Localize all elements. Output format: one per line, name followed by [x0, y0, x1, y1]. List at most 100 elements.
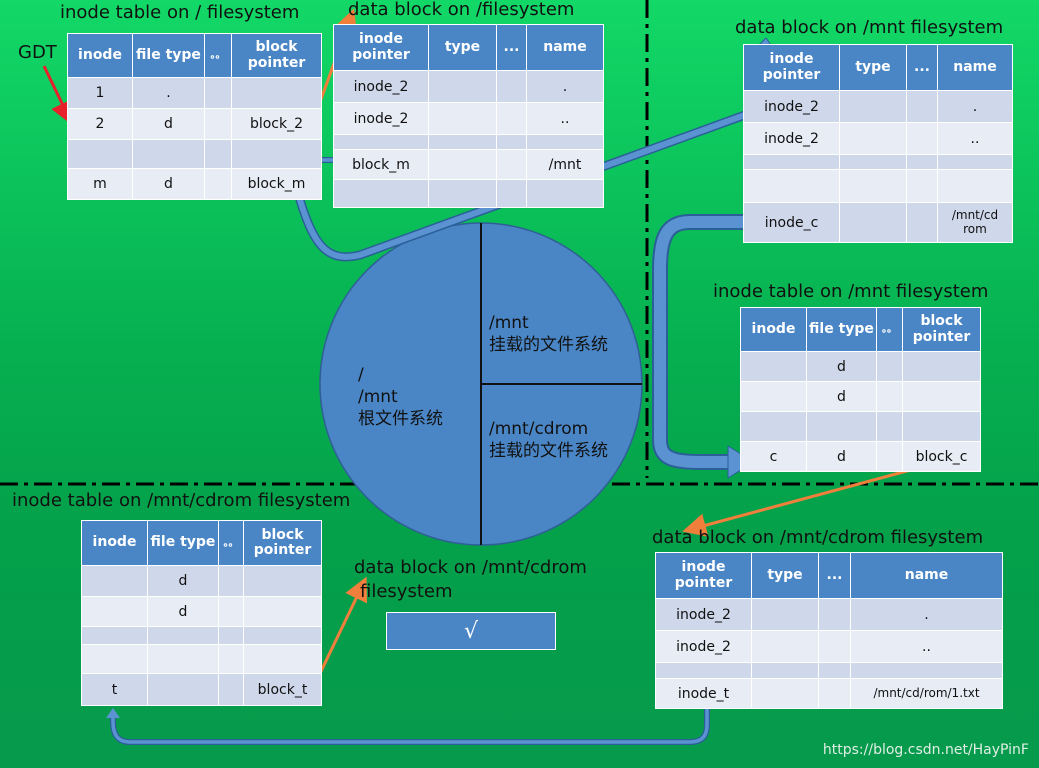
cell	[839, 202, 907, 243]
cdrom-data-table: inode pointer type ... name inode_2. ino…	[655, 552, 1003, 709]
cell	[81, 626, 148, 645]
cell: d	[806, 381, 877, 412]
cell: d	[132, 168, 205, 200]
header-name: name	[937, 44, 1013, 91]
cell: d	[132, 108, 205, 140]
cell: inode_2	[743, 122, 840, 155]
circle-mnt-line-2: 挂载的文件系统	[489, 335, 608, 356]
cell	[218, 626, 244, 645]
header-type: type	[839, 44, 907, 91]
cell	[655, 662, 752, 679]
root-data-table: inode pointer type ... name inode_2. ino…	[333, 24, 604, 208]
cell	[243, 644, 322, 674]
cell	[740, 381, 807, 412]
cell	[906, 169, 938, 203]
cell: ..	[850, 630, 1003, 663]
table-row	[655, 662, 1003, 679]
cell	[906, 122, 938, 155]
title-mnt-inode: inode table on /mnt filesystem	[713, 281, 989, 302]
table-row: d	[81, 565, 322, 597]
cell	[496, 134, 527, 150]
cell	[906, 90, 938, 123]
table-row: 1.	[67, 77, 322, 109]
circle-mnt-line-1: /mnt	[489, 313, 529, 333]
cell	[751, 678, 819, 709]
cell	[937, 169, 1013, 203]
header-type: type	[751, 552, 819, 599]
watermark: https://blog.csdn.net/HayPinF	[822, 742, 1029, 758]
cell	[333, 179, 429, 208]
cell	[743, 169, 840, 203]
circle-cdrom-label: /mnt/cdrom 挂载的文件系统	[489, 418, 608, 462]
circle-root-line-1: /	[358, 365, 364, 385]
title-root-inode: inode table on / filesystem	[60, 2, 300, 23]
table-row: inode_2..	[333, 102, 604, 135]
cell: d	[806, 351, 877, 382]
cell: /mnt/cd/rom/1.txt	[850, 678, 1003, 709]
table-row: d	[81, 596, 322, 627]
cell	[132, 139, 205, 169]
cell: inode_2	[333, 102, 429, 135]
cell: c	[740, 441, 807, 472]
cell	[81, 565, 148, 597]
cell	[839, 90, 907, 123]
table-row: inode_2..	[655, 630, 1003, 663]
header-block-pointer: block pointer	[231, 33, 322, 78]
cell: d	[147, 565, 219, 597]
cell: block_m	[333, 149, 429, 180]
cell	[876, 351, 903, 382]
header-dots: ...	[818, 552, 851, 599]
blue-arrow-inode-c-to-c	[652, 214, 745, 470]
title-cdrom-inode: inode table on /mnt/cdrom filesystem	[12, 490, 351, 511]
cell	[204, 77, 232, 109]
circle-cdrom-line-2: 挂载的文件系统	[489, 441, 608, 462]
table-row: d	[740, 351, 981, 382]
cell	[218, 565, 244, 597]
cell	[496, 149, 527, 180]
cell	[243, 565, 322, 597]
header-file-type: file type	[806, 307, 877, 352]
cell	[218, 644, 244, 674]
table-row	[743, 154, 1013, 170]
cell	[231, 139, 322, 169]
title-mnt-data: data block on /mnt filesystem	[735, 17, 1004, 38]
cell	[496, 179, 527, 208]
table-row: inode_t/mnt/cd/rom/1.txt	[655, 678, 1003, 709]
cell	[876, 381, 903, 412]
cell	[243, 626, 322, 645]
table-row: d	[740, 381, 981, 412]
cell	[147, 626, 219, 645]
cell: t	[81, 673, 148, 706]
cell	[751, 630, 819, 663]
cell	[876, 441, 903, 472]
cell	[496, 102, 527, 135]
header-name: name	[526, 24, 604, 71]
cell: 1	[67, 77, 133, 109]
table-row	[333, 179, 604, 208]
title-root-data: data block on /filesystem	[348, 0, 575, 20]
cell	[204, 108, 232, 140]
title-cdrom-data-left-1: data block on /mnt/cdrom	[354, 557, 587, 578]
cell: ..	[526, 102, 604, 135]
header-dots: 。。	[218, 520, 244, 566]
cell	[218, 673, 244, 706]
cell	[839, 169, 907, 203]
cell: block_2	[231, 108, 322, 140]
cell: /mnt/cd rom	[937, 202, 1013, 243]
cell	[333, 134, 429, 150]
check-mark-box: √	[386, 612, 556, 650]
cell: inode_2	[655, 630, 752, 663]
cell: d	[806, 441, 877, 472]
cell	[67, 139, 133, 169]
cell: d	[147, 596, 219, 627]
cell	[218, 596, 244, 627]
cell	[740, 351, 807, 382]
cell: /mnt	[526, 149, 604, 180]
cell	[818, 678, 851, 709]
